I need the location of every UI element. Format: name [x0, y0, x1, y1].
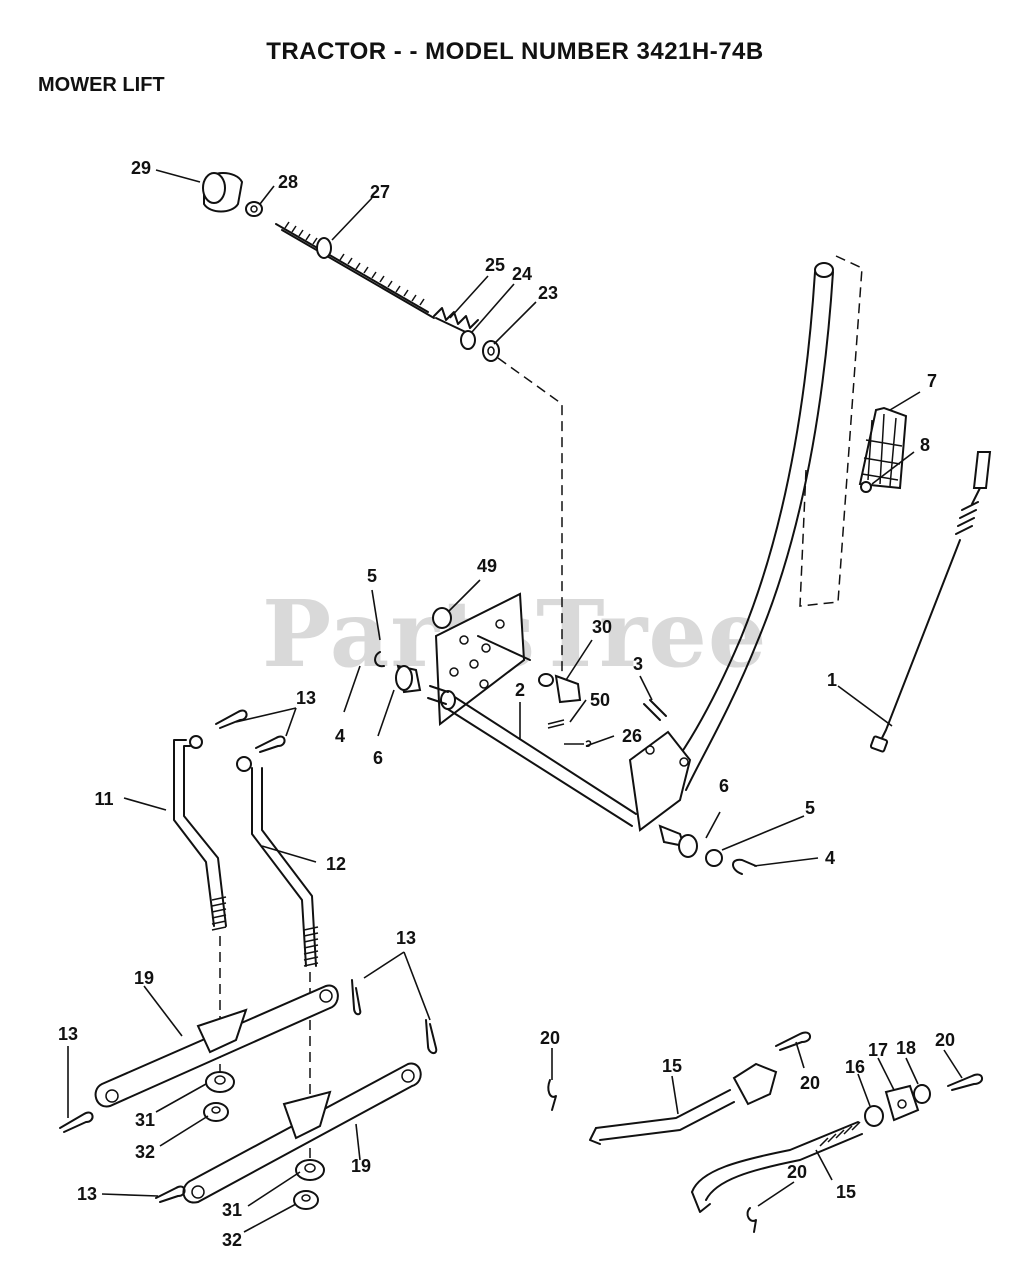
washer-part — [460, 330, 476, 350]
hairpin-clip-part — [746, 1207, 757, 1233]
hairpin-clip-part — [425, 1019, 438, 1054]
callout-label: 1 — [826, 670, 838, 690]
callout-label: 13 — [295, 688, 317, 708]
swivel-block-part — [884, 1084, 920, 1122]
clip-part — [374, 651, 385, 668]
callout-label: 20 — [934, 1030, 956, 1050]
shaft-part — [427, 685, 637, 827]
callout-label: 27 — [369, 182, 391, 202]
callout-label: 20 — [539, 1028, 561, 1048]
plate-bolt-part — [432, 607, 531, 661]
callout-label: 32 — [221, 1230, 243, 1250]
mounting-plate-part — [434, 592, 526, 726]
threaded-rod-part — [275, 221, 435, 319]
hairpin-clip-part — [215, 709, 248, 729]
leader-lines — [67, 169, 963, 1233]
bushing-part — [658, 824, 698, 858]
nut-part — [482, 340, 500, 362]
spacer-part — [205, 1071, 235, 1093]
hairpin-clip-part — [775, 1031, 811, 1051]
pin-part — [643, 699, 667, 721]
callout-label: 26 — [621, 726, 643, 746]
page-title: TRACTOR - - MODEL NUMBER 3421H-74B — [266, 38, 764, 65]
callout-label: 5 — [804, 798, 816, 818]
callout-label: 17 — [867, 1040, 889, 1060]
callout-label: 31 — [221, 1200, 243, 1220]
lever-bracket-part — [628, 730, 692, 832]
callout-label: 29 — [130, 158, 152, 178]
lift-link-part — [236, 756, 319, 967]
alignment-line — [497, 357, 563, 672]
callout-label: 5 — [366, 566, 378, 586]
callout-label: 31 — [134, 1110, 156, 1130]
lift-lever-part — [659, 262, 834, 791]
grip-part — [858, 406, 908, 490]
callout-label: 8 — [919, 435, 931, 455]
lift-arm-part — [94, 984, 339, 1108]
bushing-part — [395, 664, 422, 694]
clip-part — [732, 858, 757, 875]
callout-label: 28 — [277, 172, 299, 192]
cable-part — [869, 451, 992, 753]
callout-label: 23 — [537, 283, 559, 303]
callout-label: 18 — [895, 1038, 917, 1058]
callout-label: 30 — [591, 617, 613, 637]
spacer-part — [295, 1159, 325, 1181]
hairpin-clip-part — [255, 735, 286, 753]
callout-label: 12 — [325, 854, 347, 874]
callout-label: 13 — [395, 928, 417, 948]
hairpin-clip-part — [947, 1073, 983, 1091]
callout-label: 50 — [589, 690, 611, 710]
callout-label: 6 — [372, 748, 384, 768]
bushing-part — [538, 673, 582, 704]
callout-label: 19 — [133, 968, 155, 988]
callout-label: 3 — [632, 654, 644, 674]
callout-label: 2 — [514, 680, 526, 700]
callout-label: 15 — [661, 1056, 683, 1076]
hairpin-clip-part — [547, 1079, 557, 1111]
phantom-outline — [799, 255, 863, 607]
callout-label: 16 — [844, 1057, 866, 1077]
callout-label: 6 — [718, 776, 730, 796]
callout-label: 15 — [835, 1182, 857, 1202]
clip-part — [547, 719, 565, 729]
nut-part — [913, 1084, 931, 1104]
section-title: MOWER LIFT — [38, 74, 165, 96]
spacer-part — [864, 1105, 884, 1127]
nut-part — [293, 1190, 319, 1210]
callout-label: 4 — [824, 848, 836, 868]
callout-label: 20 — [786, 1162, 808, 1182]
callout-label: 24 — [511, 264, 533, 284]
nut-part — [203, 1102, 229, 1122]
callout-label: 4 — [334, 726, 346, 746]
callout-label: 19 — [350, 1156, 372, 1176]
control-rod-part — [589, 1062, 778, 1145]
control-rod-part — [691, 1121, 863, 1213]
callout-label: 13 — [57, 1024, 79, 1044]
washer-part — [245, 201, 263, 217]
callout-label: 13 — [76, 1184, 98, 1204]
callout-label: 25 — [484, 255, 506, 275]
callout-label: 49 — [476, 556, 498, 576]
knob-part — [202, 172, 244, 213]
ball-part — [860, 481, 872, 493]
callout-label: 20 — [799, 1073, 821, 1093]
callout-label: 32 — [134, 1142, 156, 1162]
hairpin-clip-part — [59, 1111, 94, 1133]
hairpin-clip-part — [351, 979, 362, 1016]
lift-link-part — [173, 735, 227, 931]
callout-label: 11 — [94, 789, 114, 809]
callout-label: 7 — [926, 371, 938, 391]
washer-part — [705, 849, 723, 867]
hairpin-clip-part — [155, 1185, 186, 1203]
